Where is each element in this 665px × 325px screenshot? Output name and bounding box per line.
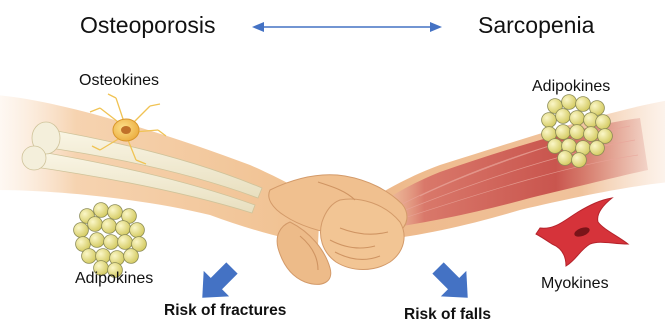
label-adipokines-left: Adipokines xyxy=(75,270,153,288)
right-arm xyxy=(372,100,665,240)
title-osteoporosis: Osteoporosis xyxy=(80,12,216,39)
label-risk-of-falls: Risk of falls xyxy=(404,306,491,324)
label-osteokines: Osteokines xyxy=(79,72,159,90)
title-sarcopenia: Sarcopenia xyxy=(478,12,594,39)
handshake xyxy=(269,175,407,285)
label-risk-of-fractures: Risk of fractures xyxy=(164,302,286,320)
down-arrow-icon xyxy=(425,255,480,310)
label-myokines: Myokines xyxy=(541,275,609,293)
left-arm xyxy=(0,95,320,245)
fat-cluster-icon xyxy=(74,203,147,278)
label-adipokines-right: Adipokines xyxy=(532,78,610,96)
double-arrow-icon xyxy=(252,22,442,32)
myocyte-icon xyxy=(536,198,628,266)
